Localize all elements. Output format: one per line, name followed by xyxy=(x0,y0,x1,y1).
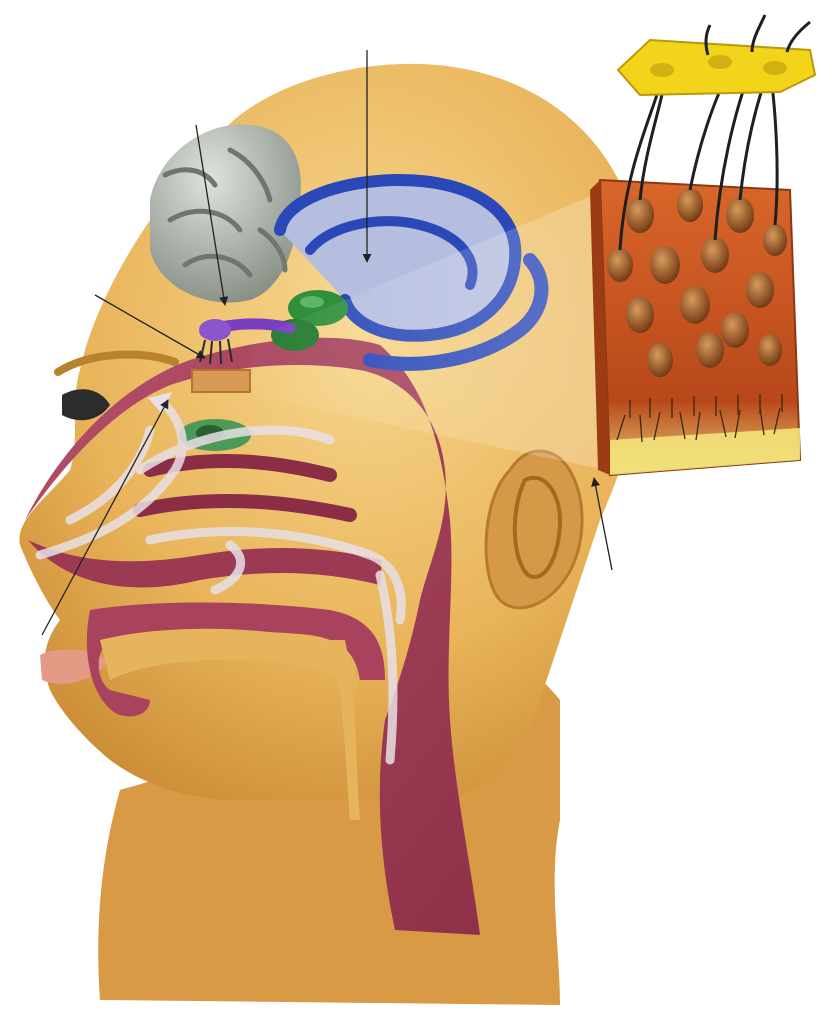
cribriform-plate xyxy=(618,15,815,95)
olfactory-epithelium-inset xyxy=(590,80,800,475)
olfactory-epithelium-region xyxy=(192,370,250,392)
